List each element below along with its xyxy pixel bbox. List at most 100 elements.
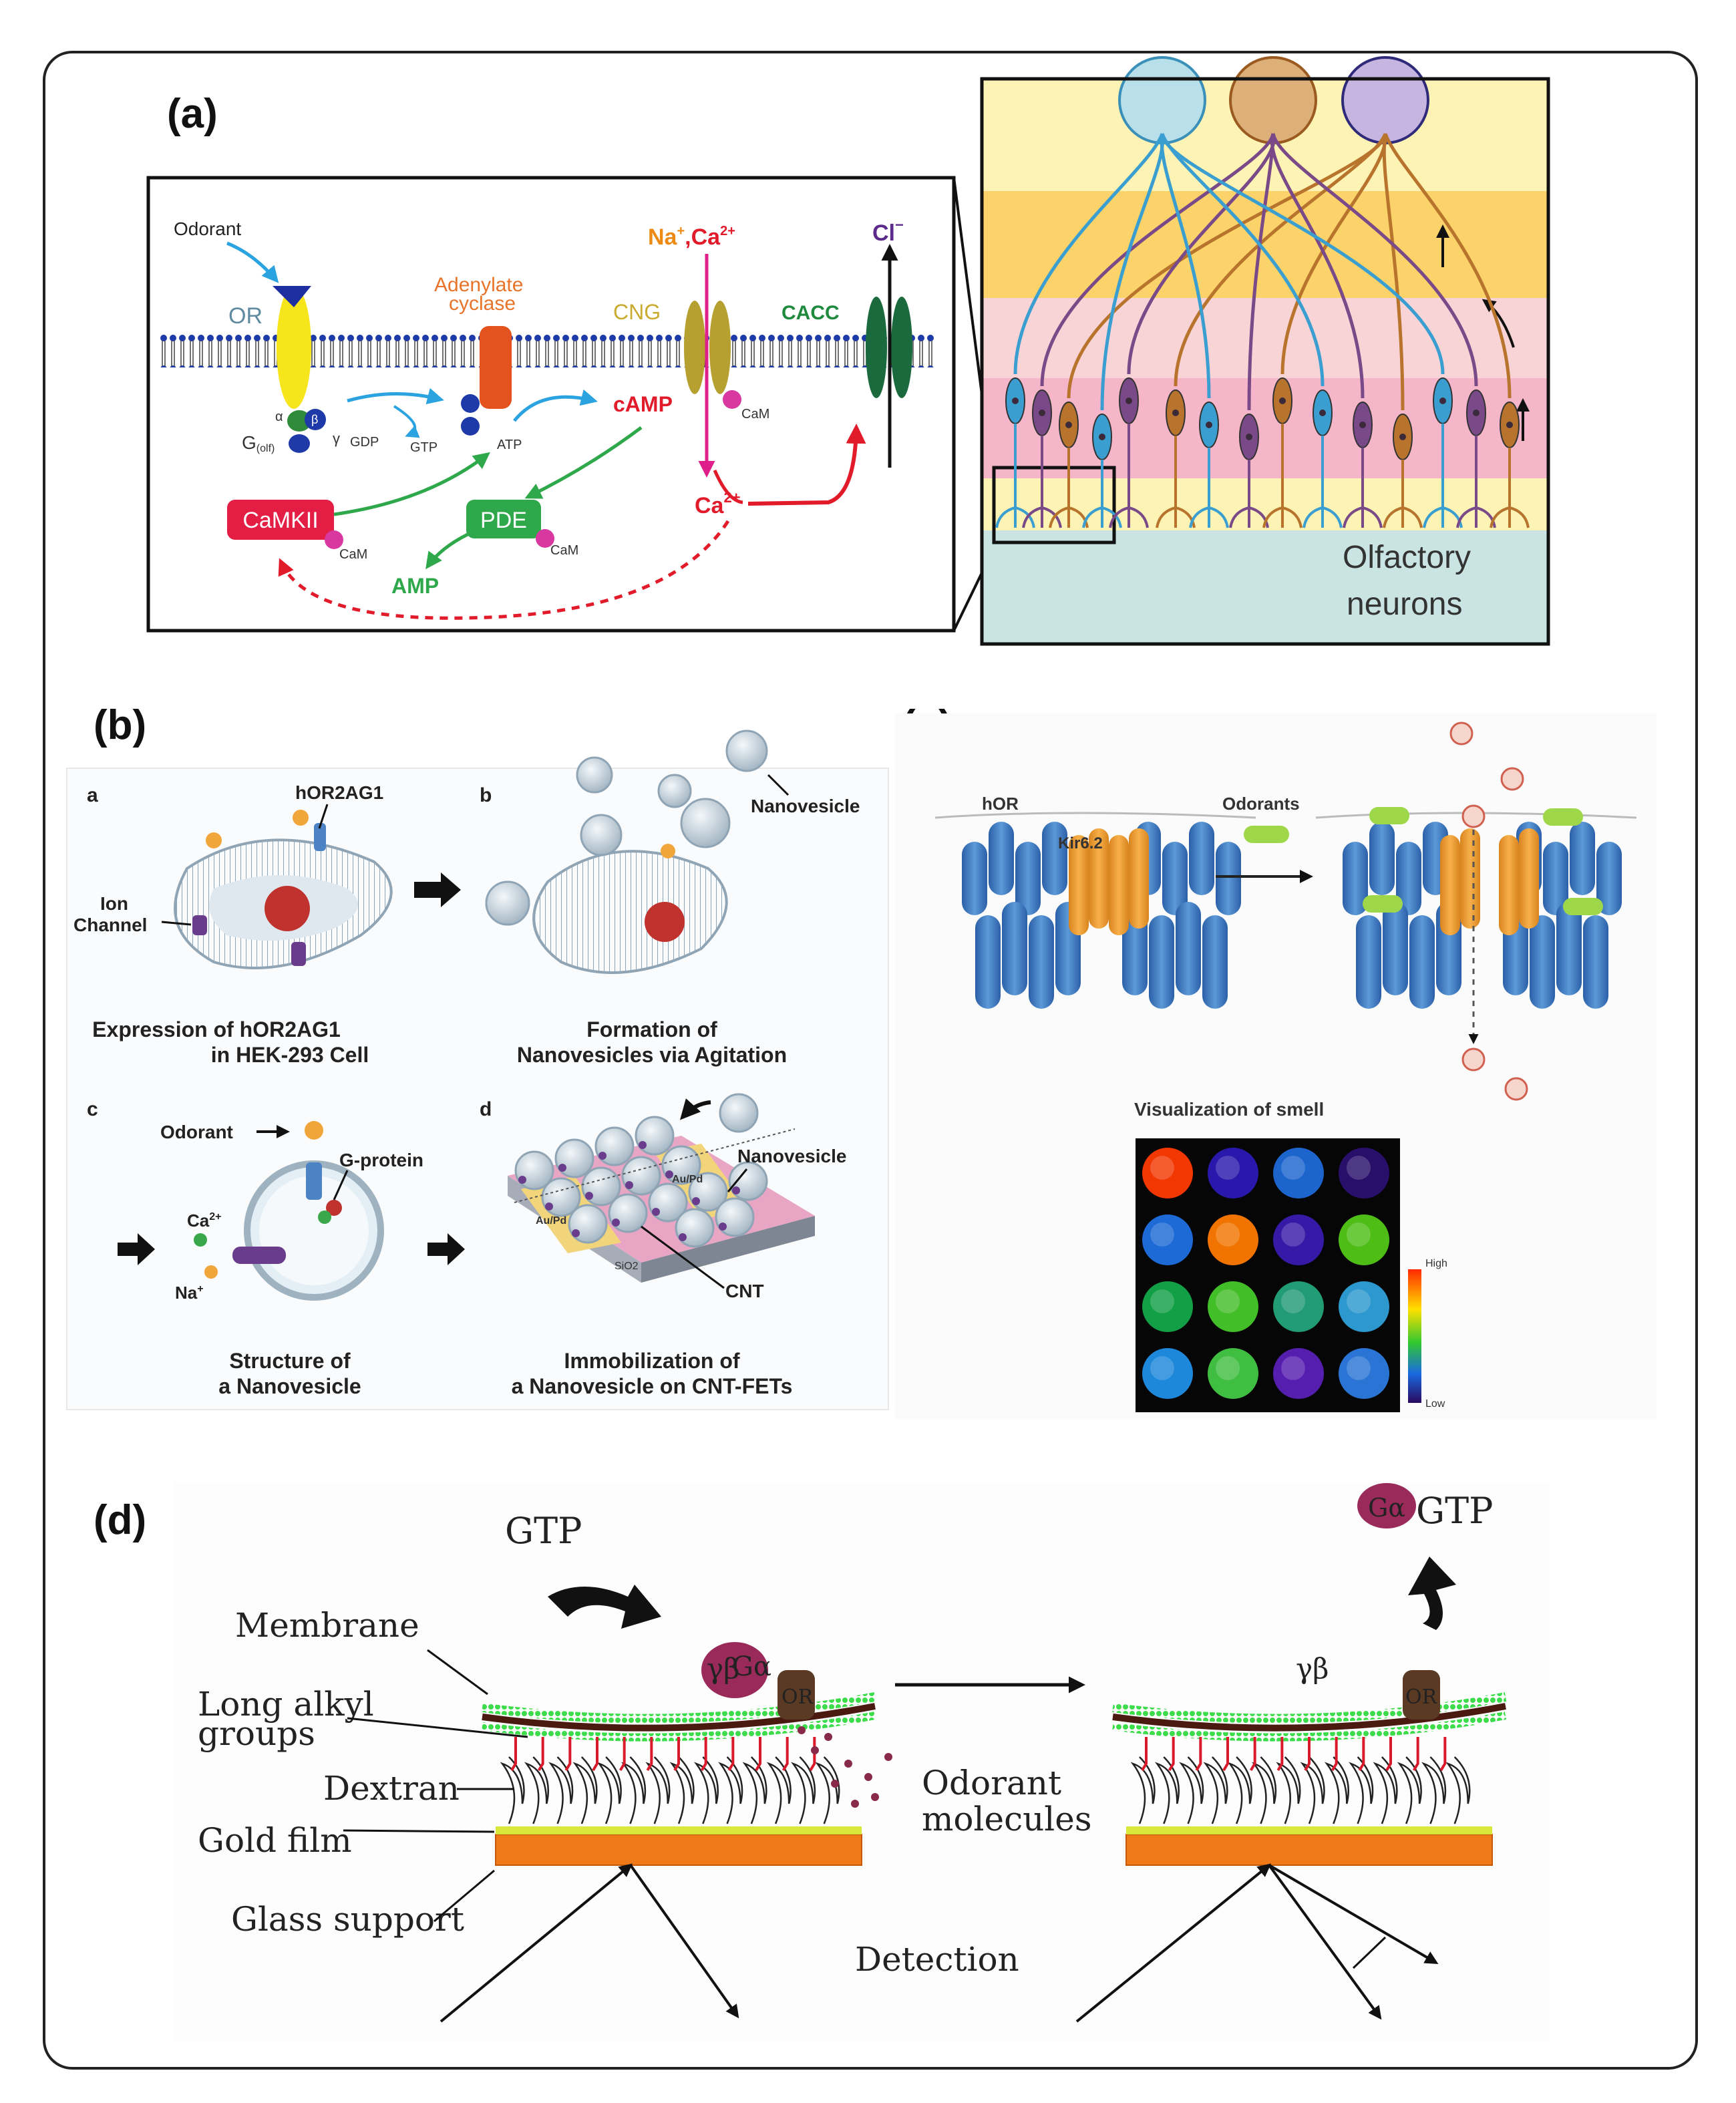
dendrite [1303, 436, 1343, 528]
receptor-helix [1409, 915, 1435, 1009]
gprotein-label: G-protein [339, 1150, 423, 1170]
heatmap-cell [1142, 1215, 1193, 1265]
heatmap-cell [1339, 1215, 1389, 1265]
membrane-label: Membrane [235, 1606, 419, 1645]
receptor-helix [1149, 915, 1174, 1009]
heatmap-cell [1273, 1348, 1324, 1399]
dendrite [1229, 460, 1269, 528]
heatmap-cell [1273, 1215, 1324, 1265]
camkii-box [227, 500, 334, 540]
detection-label: Detection [855, 1940, 1019, 1979]
release-arrow-icon [1408, 1557, 1456, 1630]
gdp-label: GDP [350, 435, 379, 450]
g-alpha-released [1357, 1483, 1416, 1528]
spr-surface-left [482, 1692, 876, 1866]
caption-d1: Immobilization of [564, 1349, 739, 1373]
groups-label: groups [198, 1714, 315, 1753]
adenylate-label: Adenylate [434, 274, 523, 296]
neurons-label: neurons [1347, 587, 1462, 622]
golf-label: G(olf) [242, 432, 275, 454]
gold-label: Gold film [198, 1821, 352, 1860]
atp-label: ATP [497, 438, 522, 452]
g-gamma-label: γ [333, 430, 340, 447]
receptor-helix [962, 842, 987, 915]
odorants-label: Odorants [1222, 794, 1300, 814]
zoom-box [992, 466, 1116, 544]
cyclase-label: cyclase [449, 293, 516, 315]
dendrite [1343, 448, 1383, 528]
heatmap-cell [1142, 1148, 1193, 1198]
pde-box [466, 500, 541, 538]
gtp-label-d: GTP [505, 1510, 582, 1552]
g-beta-subunit [305, 409, 326, 430]
receptor-helix [1556, 902, 1582, 995]
heatmap-cell [1208, 1348, 1258, 1399]
receptor-helix [1042, 822, 1067, 895]
or-protein-right [1403, 1670, 1440, 1720]
receptor-helix [1596, 842, 1622, 915]
bound-odorant [1563, 898, 1603, 915]
caption-b1: Formation of [586, 1017, 717, 1041]
glass-support [495, 1834, 862, 1866]
panel-label-a: (a) [167, 91, 218, 137]
heatmap-cell [1208, 1148, 1258, 1198]
heatmap-cell [1273, 1148, 1324, 1198]
cl-label: Cl− [872, 216, 904, 246]
gbeta-label-right: γβ [1296, 1652, 1329, 1685]
b-sub-a: a [87, 784, 98, 806]
receptor-helix [1343, 842, 1368, 915]
caption-b2: Nanovesicles via Agitation [517, 1043, 787, 1067]
heatmap-cell [1273, 1281, 1324, 1332]
caption-c1: Structure of [229, 1349, 351, 1373]
receptor-helix [975, 915, 1001, 1009]
caption-a1: Expression of hOR2AG1 [92, 1017, 341, 1041]
receptor-helix [1189, 822, 1214, 895]
receptor-helix [1002, 902, 1027, 995]
bound-odorant [1369, 807, 1409, 824]
na-label-b: Na+ [175, 1283, 204, 1303]
low-label: Low [1425, 1398, 1445, 1410]
dendrite [1156, 436, 1196, 528]
g-beta-label: β [311, 413, 318, 426]
cng-label: CNG [613, 300, 661, 324]
glass-label: Glass support [231, 1900, 464, 1939]
gtp-label: GTP [410, 440, 438, 455]
dendrite [1049, 448, 1089, 528]
na-ca-label: Na+,Ca2+ [648, 224, 735, 250]
gold-film [496, 1826, 862, 1834]
cacc-label: CACC [782, 302, 840, 324]
gbeta-label-left: γβ [707, 1652, 739, 1685]
or-protein-left [777, 1670, 815, 1720]
cam-label-camkii: CaM [339, 547, 367, 562]
odorant-label-b: Odorant [160, 1122, 233, 1142]
gtp-arrow-icon [548, 1585, 661, 1629]
caption-c2: a Nanovesicle [218, 1374, 361, 1398]
heatmap-cell [1142, 1348, 1193, 1399]
heatmap-cell [1142, 1281, 1193, 1332]
odorant-molecules [798, 1726, 892, 1808]
high-label: High [1425, 1258, 1447, 1269]
g-alpha-subunit [287, 410, 311, 432]
color-scale [1408, 1269, 1421, 1403]
cam-label-cng: CaM [741, 407, 769, 422]
receptor-helix [1216, 842, 1241, 915]
heatmap-cell [1339, 1348, 1389, 1399]
camp-label: cAMP [613, 392, 673, 416]
dendrite [1109, 424, 1149, 528]
caption-a2: in HEK-293 Cell [211, 1043, 369, 1067]
dendrite [1490, 448, 1530, 528]
kir-helix [1519, 828, 1539, 929]
odorant-ligand-icon [273, 286, 311, 307]
kir-helix [1460, 828, 1480, 929]
aupd-label-2: Au/Pd [672, 1174, 703, 1185]
lipid-membrane [482, 1703, 876, 1732]
dendrite [995, 424, 1035, 528]
glass-support [1125, 1834, 1493, 1866]
receptor-helix [1015, 842, 1041, 915]
heatmap-cell [1208, 1215, 1258, 1265]
heatmap-cell [1339, 1281, 1389, 1332]
or-label-left: OR [782, 1685, 814, 1709]
dextran-matrix [1130, 1756, 1471, 1824]
